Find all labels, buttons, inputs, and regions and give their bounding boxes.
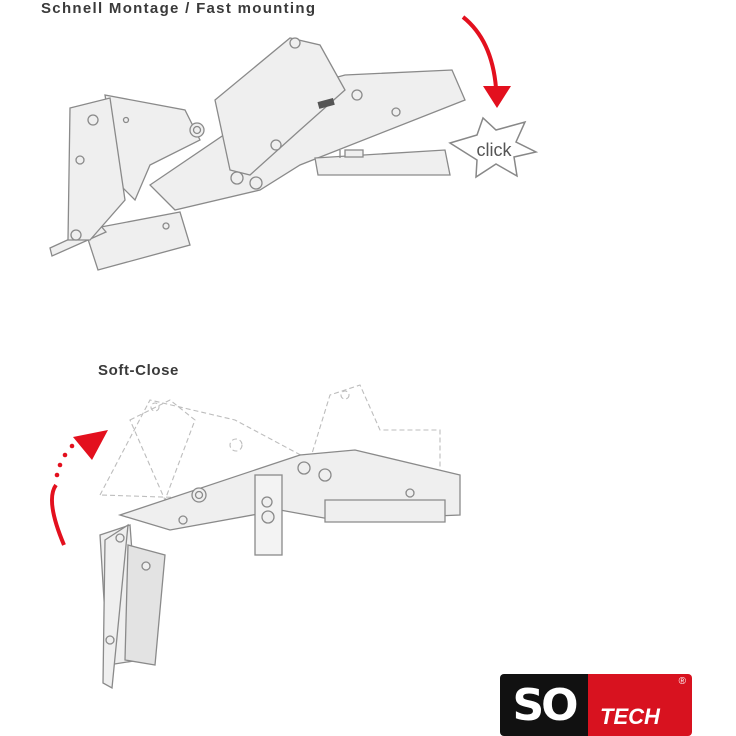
soft-close-title: Soft-Close	[98, 362, 179, 379]
curved-arrow-down-icon	[461, 15, 511, 108]
logo-so-text: SO	[500, 674, 588, 736]
registered-mark: ®	[678, 676, 686, 687]
hinge-top-drawing	[49, 37, 466, 271]
fast-mounting-title: Schnell Montage / Fast mounting	[41, 0, 317, 17]
click-label: click	[477, 140, 513, 160]
starburst-icon: click	[448, 116, 539, 179]
sotech-logo: SO TECH ®	[500, 674, 692, 736]
logo-tech-text: TECH	[600, 704, 660, 729]
logo-tech-panel: TECH ®	[588, 674, 692, 736]
hinge-bottom-ghost	[99, 384, 441, 502]
dotted-curved-arrow-up-icon	[50, 430, 108, 546]
hinge-bottom-drawing	[99, 449, 461, 690]
